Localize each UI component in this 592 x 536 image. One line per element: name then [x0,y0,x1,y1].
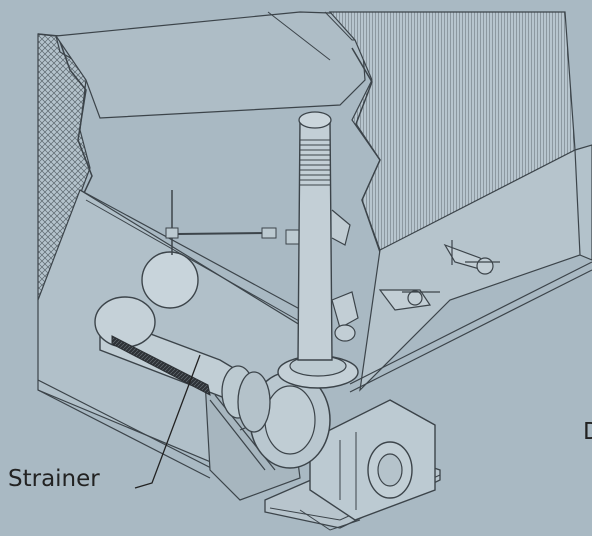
strainer-slot [111,335,211,396]
float-ball [141,251,199,309]
strainer-label: Strainer [8,466,100,492]
strainer-leader-line [134,354,201,489]
basin-wall-right [359,149,581,392]
riser-pipe [297,119,333,361]
valve-left [331,291,359,329]
roof-slab [54,11,366,119]
partial-right-label: D [583,419,592,445]
